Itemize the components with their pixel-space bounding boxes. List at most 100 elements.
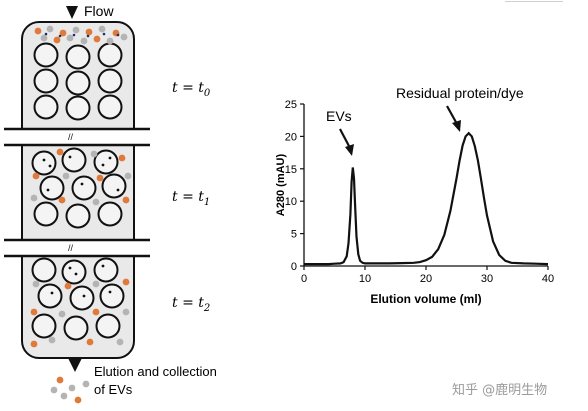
column-particle (46, 25, 54, 33)
column-bead (31, 257, 57, 283)
column-particle (86, 338, 94, 346)
column-bead (99, 283, 125, 309)
trapped-molecule-dot (48, 164, 52, 168)
column-particle (80, 37, 88, 45)
column-bead (61, 259, 87, 285)
trapped-molecule-dot (108, 156, 112, 160)
small-molecule-dot (116, 33, 120, 37)
stage-label-t2: t = t2 (172, 295, 210, 314)
column-particle (74, 396, 82, 404)
small-molecule-dot (86, 34, 90, 38)
column-bead (33, 42, 59, 68)
column-particle (56, 148, 64, 156)
column-bead (31, 313, 57, 339)
elution-arrow-icon (68, 358, 82, 372)
column-particle (92, 308, 100, 316)
stage-label-t1: t = t1 (172, 189, 210, 208)
column-particle (64, 282, 72, 290)
trapped-molecule-dot (46, 188, 50, 192)
small-molecule-dot (44, 32, 48, 36)
trapped-molecule-dot (116, 188, 120, 192)
small-molecule-dot (72, 33, 76, 37)
column-particle (66, 34, 74, 42)
trapped-molecule-dot (82, 294, 86, 298)
column-particle (30, 340, 38, 348)
column-particle (118, 154, 126, 162)
column-bead (65, 70, 91, 96)
column-particle (72, 26, 80, 34)
column-particle (92, 280, 100, 288)
chart-x-tick-label: 20 (420, 273, 432, 285)
column-particle (40, 34, 48, 42)
column-bead (33, 94, 59, 120)
column-bead (61, 147, 87, 173)
column-beads (31, 42, 127, 341)
column-bead (65, 203, 91, 229)
trapped-molecule-dot (68, 266, 72, 270)
trapped-molecule-dot (80, 182, 84, 186)
column-particle (96, 174, 104, 182)
trapped-molecule-dot (68, 155, 72, 159)
column-particle (32, 172, 40, 180)
column-break-1: // (4, 127, 150, 147)
column-bead (65, 95, 91, 121)
trapped-molecule-dot (101, 264, 105, 268)
chart-x-tick-label: 10 (359, 273, 371, 285)
column-particle (59, 29, 67, 37)
trapped-molecule-dot (101, 163, 105, 167)
column-particle (92, 198, 100, 206)
chart-x-tick-label: 40 (542, 273, 554, 285)
trapped-molecule-dot (42, 158, 46, 162)
column-particle (116, 338, 124, 346)
column-bead (33, 201, 59, 227)
svg-text://: // (68, 132, 74, 142)
trapped-molecule-dot (108, 290, 112, 294)
flow-label: Flow (84, 3, 114, 19)
column-bead (93, 149, 119, 175)
chart-xlabel: Elution volume (ml) (370, 292, 481, 306)
column-particle (98, 25, 106, 33)
column-particle (60, 392, 68, 400)
column-particle (85, 28, 93, 36)
column-bead (93, 257, 119, 283)
annotation-arrow-residual (446, 105, 458, 125)
column-particle (106, 37, 114, 45)
column-particle (93, 35, 101, 43)
column-bead (31, 150, 57, 176)
column-particle (30, 194, 38, 202)
column-particle (68, 384, 76, 392)
watermark: 知乎 @鹿明生物 (452, 383, 548, 398)
chart-x-tick-label: 30 (481, 273, 493, 285)
column-particle (122, 196, 130, 204)
column-particle (48, 336, 56, 344)
column-bead (97, 68, 123, 94)
column-particle (82, 380, 90, 388)
column-bead (37, 283, 63, 309)
stage-label-t0: t = t0 (172, 80, 211, 99)
column-particle (120, 33, 128, 41)
elution-label-line2: of EVs (94, 382, 133, 397)
column-particle (53, 36, 61, 44)
annotation-arrow-evs (339, 128, 351, 149)
column-bead (63, 315, 89, 341)
column-particle (124, 172, 132, 180)
trapped-molecule-dot (74, 272, 78, 276)
column-particle (30, 308, 38, 316)
top-divider (505, 1, 563, 2)
sec-column-diagram: Flow // // t = t0 t = t1 t = t2 Elution … (4, 3, 217, 404)
trapped-molecule-dot (50, 291, 54, 295)
column-particle (34, 27, 42, 35)
column-bead (101, 173, 127, 199)
column-bead (97, 201, 123, 227)
column-particle (58, 310, 66, 318)
column-particles (30, 25, 132, 404)
column-bead (39, 175, 65, 201)
svg-text://: // (68, 243, 74, 253)
column-particle (32, 280, 40, 288)
annotation-residual-protein: Residual protein/dye (396, 85, 524, 101)
column-particle (62, 172, 70, 180)
column-particle (122, 278, 130, 286)
column-bead (97, 94, 123, 120)
column-particle (122, 308, 130, 316)
annotation-arrows (339, 105, 461, 156)
